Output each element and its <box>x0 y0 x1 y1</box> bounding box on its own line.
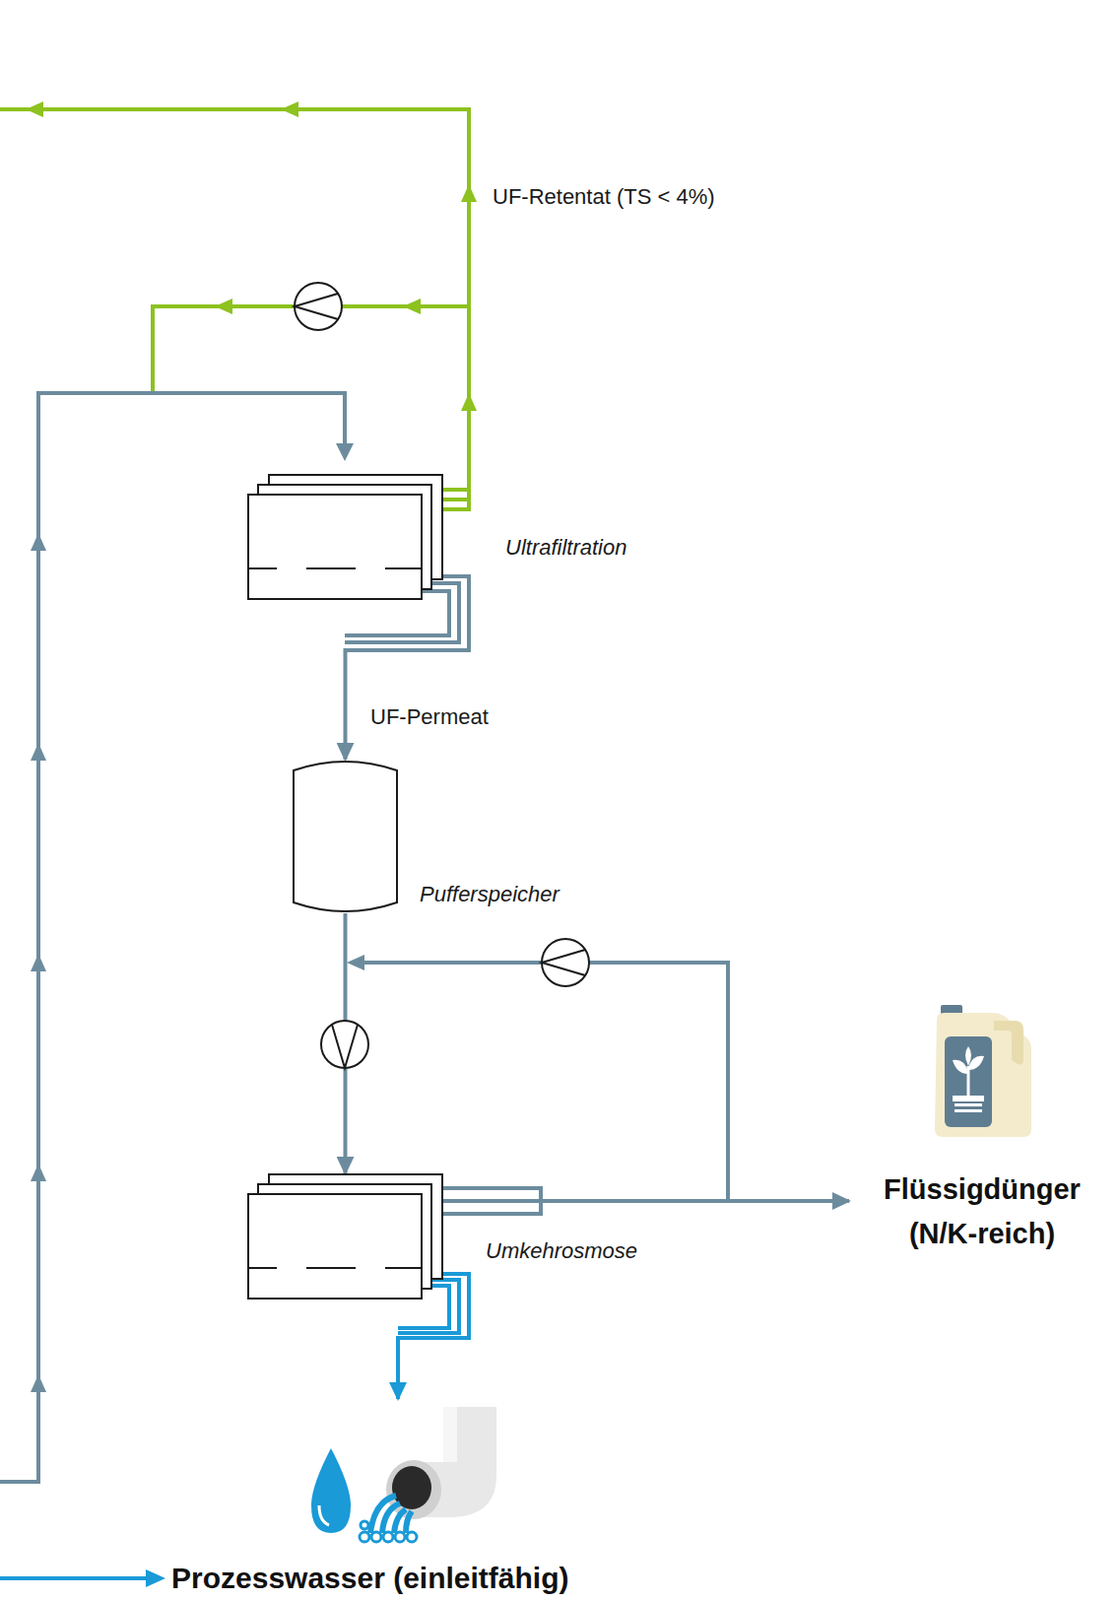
reverse-osmosis-unit: Umkehrosmose <box>247 1173 444 1300</box>
flow-connector <box>345 576 470 760</box>
node-label: Prozesswasser (einleitfähig) <box>171 1560 569 1596</box>
arrow-head <box>145 1569 166 1587</box>
arrow-head <box>346 954 365 971</box>
fertilizer-output: Flüssigdünger (N/K-reich) <box>849 999 1116 1256</box>
edge-label: UF-Permeat <box>370 704 489 730</box>
node-label: Ultrafiltration <box>505 534 627 561</box>
arrow-head <box>25 101 44 118</box>
arrow-head <box>214 298 233 315</box>
arrow-head <box>461 393 477 411</box>
arrow-head <box>30 742 47 761</box>
pump-symbol <box>541 938 590 987</box>
membrane-stack <box>247 473 444 600</box>
retentate-line <box>0 109 469 512</box>
water-outlet-icon <box>305 1406 513 1545</box>
pump-symbol <box>294 282 342 330</box>
concentrate-recirculation <box>356 962 728 1201</box>
arrow-head <box>30 532 47 551</box>
node-label: Pufferspeicher <box>419 881 560 908</box>
arrow-head <box>30 953 47 972</box>
membrane-stack <box>247 1173 444 1300</box>
arrow-head <box>461 184 477 202</box>
fertilizer-canister <box>932 1004 1033 1138</box>
pump-symbol <box>321 1020 369 1068</box>
tank-outline <box>292 759 398 914</box>
process-water-output: Prozesswasser (einleitfähig) <box>147 1398 631 1600</box>
ultrafiltration-unit: Ultrafiltration <box>247 473 444 600</box>
node-label: Umkehrosmose <box>485 1238 638 1264</box>
stream-label: UF-Retentat (TS < 4%) <box>492 184 716 210</box>
arrow-head <box>335 443 354 462</box>
arrow-head <box>30 1374 47 1392</box>
arrow-head <box>30 1163 47 1182</box>
buffer-tank: Pufferspeicher <box>292 759 398 914</box>
process-water-line <box>0 1576 148 1581</box>
arrow-head <box>402 298 421 315</box>
arrow-head <box>280 101 299 118</box>
flow-connector <box>443 1198 850 1203</box>
node-label: Flüssigdünger (N/K-reich) <box>858 1167 1106 1256</box>
